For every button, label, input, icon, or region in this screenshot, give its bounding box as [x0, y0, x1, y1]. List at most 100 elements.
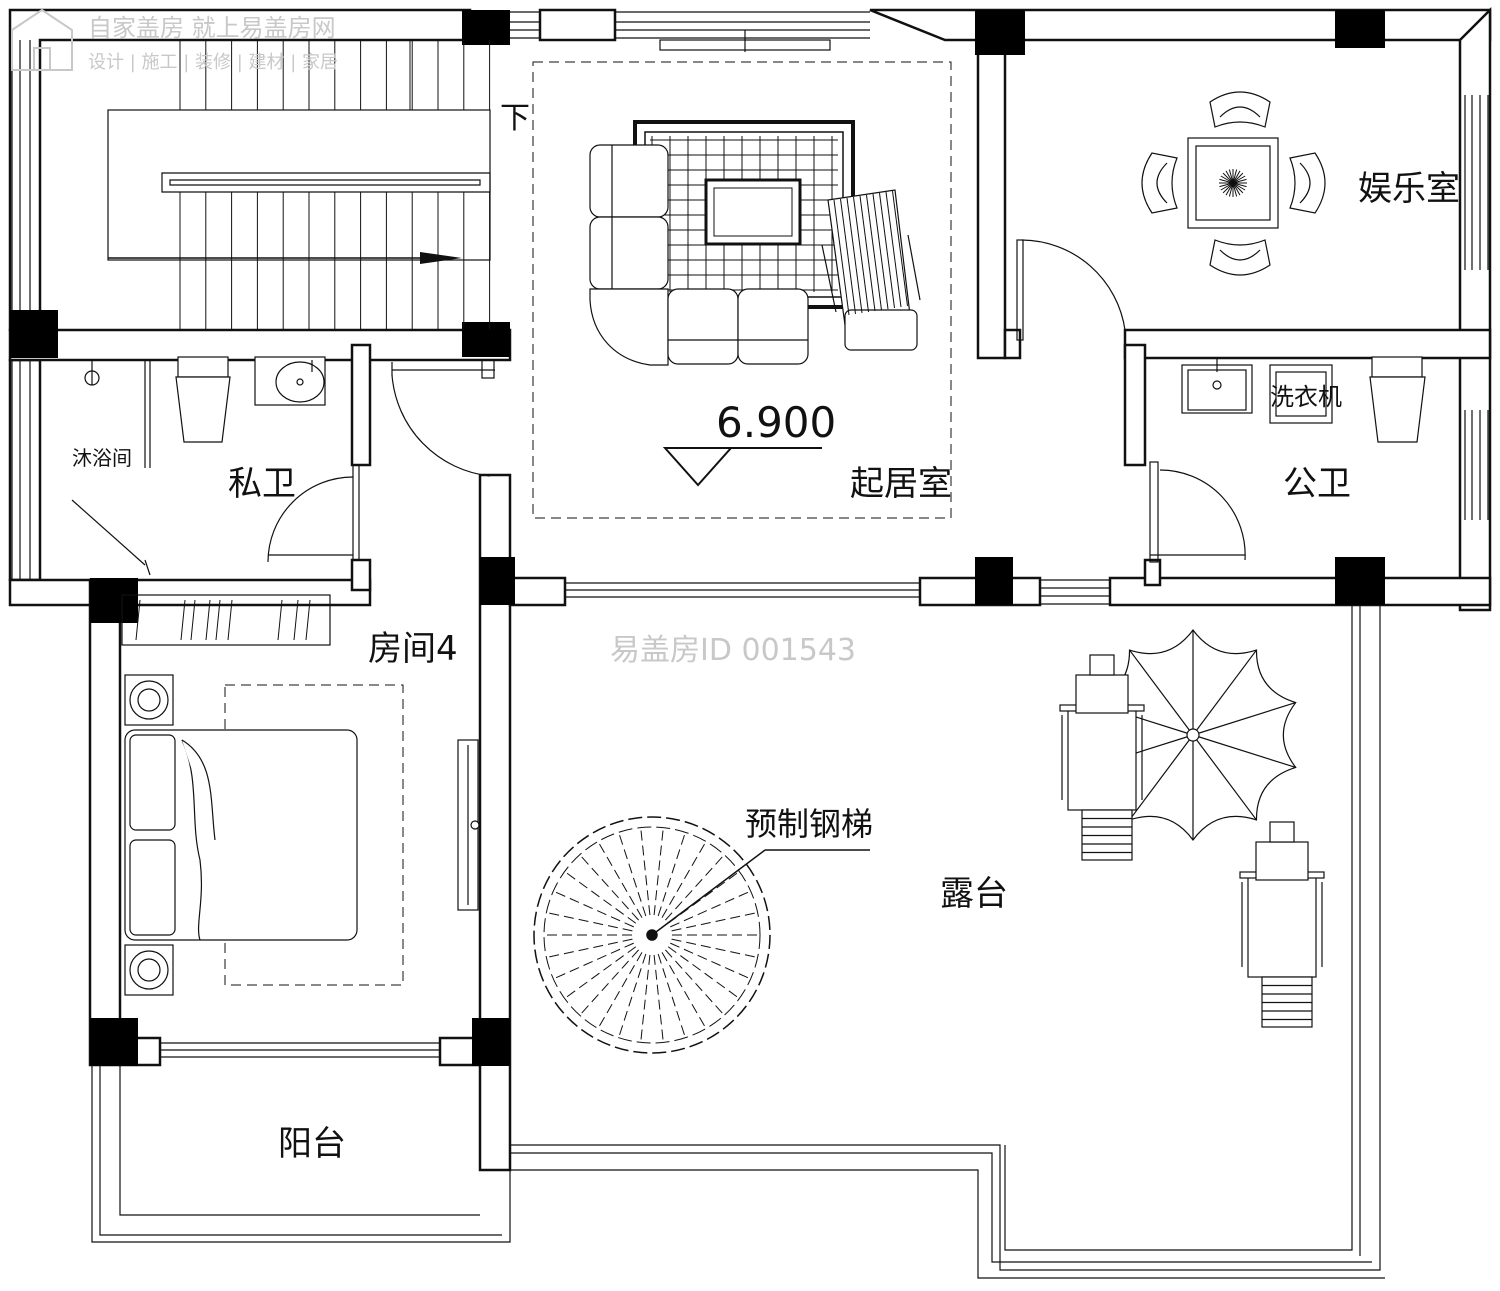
burst-ray: [1220, 182, 1234, 191]
stair-arrow: [108, 252, 462, 264]
lounger-head: [1269, 821, 1295, 843]
spiral-leader: [646, 849, 870, 941]
spiral-tread: [653, 954, 664, 1043]
chair-slats: [833, 190, 908, 316]
lounger-seat: [1247, 876, 1317, 978]
spiral-tread: [564, 871, 637, 924]
game-chair-detail: [1219, 249, 1261, 261]
label-entertainment: 娱乐室: [1358, 169, 1460, 209]
parasol-rib: [1129, 649, 1194, 736]
windows: [11, 11, 1489, 1058]
spiral-tread: [661, 841, 707, 918]
burst-ray: [1232, 182, 1238, 197]
spiral-tread: [579, 854, 639, 921]
burst-ray: [1225, 182, 1234, 196]
spiral-tread: [661, 952, 707, 1029]
brand-tagline: 设计 | 施工 | 装修 | 建材 | 家居: [88, 52, 338, 73]
spiral-inner-ring: [543, 826, 761, 1044]
elevation-value: 6.900: [716, 398, 836, 447]
elevation-marker: [662, 447, 822, 487]
hanger: [215, 599, 221, 641]
mahjong-chairs: [1141, 91, 1326, 276]
public-bath: [1181, 356, 1426, 443]
parasol-rib: [1129, 734, 1194, 821]
sun-loungers: [1059, 654, 1325, 1028]
stair-down-label: 下: [500, 101, 530, 136]
spiral-tread: [671, 938, 758, 958]
spiral-tread: [579, 949, 639, 1016]
spiral-tread: [597, 952, 643, 1029]
hanger: [190, 599, 196, 641]
game-chair-detail: [1299, 162, 1311, 204]
nightstands: [124, 674, 174, 996]
game-chair-detail: [1156, 162, 1168, 204]
burst-ray: [1220, 175, 1234, 184]
game-chair: [1141, 152, 1178, 214]
spiral-stair-label: 预制钢梯: [745, 805, 873, 843]
burst-ray: [1232, 172, 1244, 184]
burst-ray: [1232, 170, 1241, 184]
game-chair: [1209, 91, 1271, 128]
chair-slat: [833, 199, 850, 316]
spiral-tread: [564, 946, 637, 999]
spiral-tread: [665, 949, 725, 1016]
hanger: [305, 599, 311, 641]
parasol-rib: [1192, 734, 1296, 769]
burst-ray: [1222, 182, 1234, 194]
spiral-tread: [640, 954, 651, 1043]
spiral-outer: [533, 816, 771, 1054]
bed: [124, 729, 358, 941]
label-shower: 沐浴间: [72, 446, 132, 470]
burst-ray: [1222, 172, 1234, 184]
hanger: [135, 599, 141, 641]
spiral-tread: [618, 832, 647, 917]
sofa: [589, 144, 809, 366]
table-center: [1219, 169, 1247, 197]
hanger: [180, 599, 186, 641]
game-chair: [1209, 239, 1271, 276]
tv-cabinet: [457, 739, 480, 911]
private-bath: [71, 356, 326, 576]
label-washer: 洗衣机: [1270, 383, 1342, 411]
spiral-tread: [553, 890, 634, 928]
burst-ray: [1232, 182, 1241, 196]
label-terrace: 露台: [940, 874, 1008, 914]
chair-slat: [853, 196, 869, 313]
parasol-hub: [1186, 728, 1200, 742]
hanger: [293, 599, 299, 641]
burst-ray: [1228, 169, 1234, 184]
spiral-tread: [553, 942, 634, 980]
brand-logo: [11, 8, 73, 71]
columns: [10, 10, 1385, 1066]
spiral-tread: [597, 841, 643, 918]
game-chair: [1289, 152, 1326, 214]
chair-slat: [846, 197, 863, 314]
spiral-tread: [653, 827, 664, 916]
plan-id: 易盖房ID 001543: [610, 633, 856, 668]
spiral-tread: [671, 912, 758, 932]
entertainment-door: [1016, 239, 1126, 341]
burst-ray: [1232, 182, 1246, 191]
burst-ray: [1232, 169, 1238, 184]
lounge-chair: [821, 189, 921, 351]
spiral-tread: [618, 953, 647, 1038]
hanger: [205, 599, 211, 641]
hanger: [227, 599, 233, 641]
spiral-tread: [667, 946, 740, 999]
burst-ray: [1232, 175, 1246, 184]
label-public-bath: 公卫: [1283, 464, 1351, 504]
public-bath-door: [1149, 461, 1246, 563]
spiral-tread: [546, 912, 633, 932]
lounger-back: [1255, 841, 1309, 881]
spiral-tread: [657, 953, 686, 1038]
parasol-rib: [1192, 649, 1257, 736]
burst-ray: [1225, 170, 1234, 184]
stair-treads: [179, 40, 491, 330]
lounger-head: [1089, 654, 1115, 676]
staircase: [107, 109, 491, 261]
lounger-back: [1075, 674, 1129, 714]
chair-slat: [840, 198, 856, 315]
coffee-table: [704, 178, 802, 246]
wardrobe-hangers: [135, 599, 311, 641]
